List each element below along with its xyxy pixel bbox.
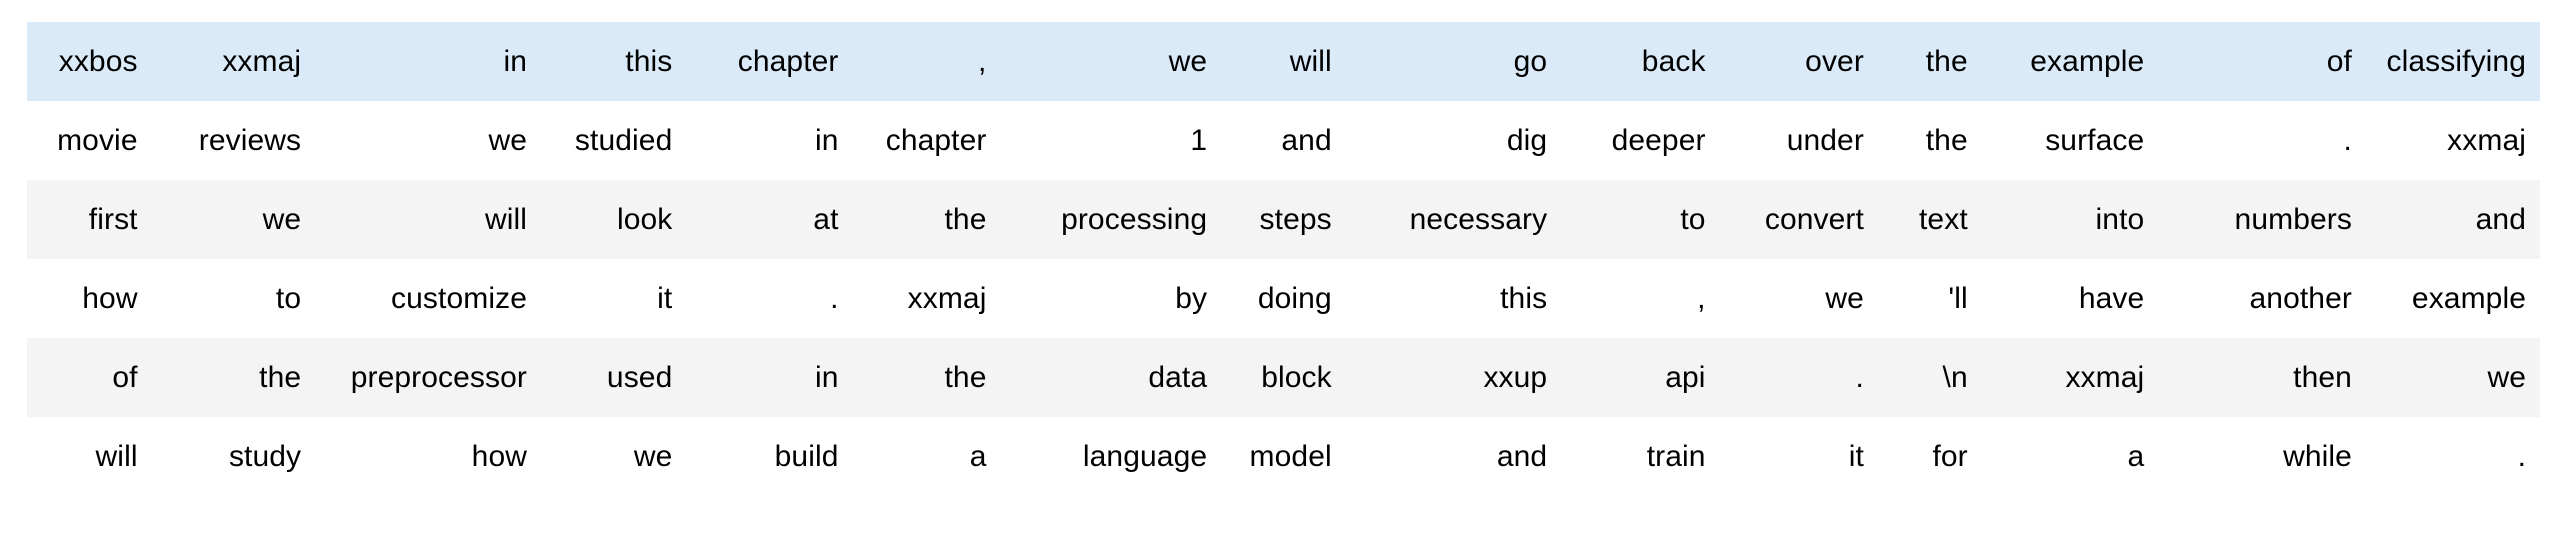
token-cell: surface — [1981, 101, 2159, 180]
token-cell: we — [315, 101, 541, 180]
table-row: xxbos xxmaj in this chapter , we will go… — [27, 22, 2540, 101]
token-cell: deeper — [1561, 101, 1720, 180]
token-cell: xxmaj — [1981, 338, 2159, 417]
token-cell: we — [541, 417, 687, 496]
token-cell: xxmaj — [2365, 101, 2540, 180]
token-table-container: xxbos xxmaj in this chapter , we will go… — [27, 22, 2540, 496]
token-cell: to — [151, 259, 316, 338]
token-cell: the — [852, 338, 1001, 417]
token-cell: we — [151, 180, 316, 259]
token-cell: train — [1561, 417, 1720, 496]
token-cell: . — [686, 259, 853, 338]
token-cell: example — [1981, 22, 2159, 101]
token-cell: the — [1877, 101, 1982, 180]
token-cell: we — [1000, 22, 1222, 101]
token-cell: build — [686, 417, 853, 496]
token-cell: we — [1719, 259, 1878, 338]
table-row: will study how we build a language model… — [27, 417, 2540, 496]
token-cell: a — [852, 417, 1001, 496]
token-cell: at — [686, 180, 853, 259]
token-cell: in — [686, 338, 853, 417]
table-row: of the preprocessor used in the data blo… — [27, 338, 2540, 417]
table-row: first we will look at the processing ste… — [27, 180, 2540, 259]
token-cell: dig — [1345, 101, 1562, 180]
token-cell: block — [1221, 338, 1346, 417]
token-cell: first — [27, 180, 152, 259]
token-cell: by — [1000, 259, 1222, 338]
token-cell: movie — [27, 101, 152, 180]
token-cell: over — [1719, 22, 1878, 101]
token-cell: the — [1877, 22, 1982, 101]
token-cell: back — [1561, 22, 1720, 101]
token-cell: customize — [315, 259, 541, 338]
token-cell: we — [2365, 338, 2540, 417]
token-cell: xxmaj — [151, 22, 316, 101]
token-cell: model — [1221, 417, 1346, 496]
token-cell: a — [1981, 417, 2159, 496]
token-cell: this — [541, 22, 687, 101]
table-row: how to customize it . xxmaj by doing thi… — [27, 259, 2540, 338]
token-cell: xxbos — [27, 22, 152, 101]
token-cell: numbers — [2158, 180, 2366, 259]
token-cell: chapter — [852, 101, 1001, 180]
token-cell: go — [1345, 22, 1562, 101]
token-cell: of — [27, 338, 152, 417]
token-cell: will — [27, 417, 152, 496]
token-cell: study — [151, 417, 316, 496]
token-cell: look — [541, 180, 687, 259]
token-cell: data — [1000, 338, 1222, 417]
token-cell: chapter — [686, 22, 853, 101]
token-cell: . — [2158, 101, 2366, 180]
token-cell: and — [1221, 101, 1346, 180]
token-cell: for — [1877, 417, 1982, 496]
token-cell: . — [1719, 338, 1878, 417]
token-cell: classifying — [2365, 22, 2540, 101]
token-cell: it — [541, 259, 687, 338]
token-cell: to — [1561, 180, 1720, 259]
table-row: movie reviews we studied in chapter 1 an… — [27, 101, 2540, 180]
token-cell: necessary — [1345, 180, 1562, 259]
token-cell: example — [2365, 259, 2540, 338]
token-cell: in — [315, 22, 541, 101]
token-cell: in — [686, 101, 853, 180]
token-cell: of — [2158, 22, 2366, 101]
token-cell: will — [315, 180, 541, 259]
token-cell: used — [541, 338, 687, 417]
token-cell: another — [2158, 259, 2366, 338]
token-cell: while — [2158, 417, 2366, 496]
token-cell: 1 — [1000, 101, 1222, 180]
token-cell: have — [1981, 259, 2159, 338]
token-cell: text — [1877, 180, 1982, 259]
token-cell: then — [2158, 338, 2366, 417]
token-table: xxbos xxmaj in this chapter , we will go… — [27, 22, 2540, 496]
token-cell: api — [1561, 338, 1720, 417]
token-cell: will — [1221, 22, 1346, 101]
token-cell: how — [315, 417, 541, 496]
token-cell: under — [1719, 101, 1878, 180]
token-cell: studied — [541, 101, 687, 180]
token-cell: steps — [1221, 180, 1346, 259]
token-cell: , — [1561, 259, 1720, 338]
token-cell: doing — [1221, 259, 1346, 338]
token-cell: and — [1345, 417, 1562, 496]
token-cell: processing — [1000, 180, 1222, 259]
token-cell: this — [1345, 259, 1562, 338]
token-cell: convert — [1719, 180, 1878, 259]
token-cell: preprocessor — [315, 338, 541, 417]
token-cell: and — [2365, 180, 2540, 259]
token-cell: . — [2365, 417, 2540, 496]
token-cell: xxup — [1345, 338, 1562, 417]
token-cell: how — [27, 259, 152, 338]
token-cell: the — [852, 180, 1001, 259]
token-cell: it — [1719, 417, 1878, 496]
token-table-body: xxbos xxmaj in this chapter , we will go… — [27, 22, 2540, 496]
token-cell: 'll — [1877, 259, 1982, 338]
token-cell: \n — [1877, 338, 1982, 417]
token-cell: into — [1981, 180, 2159, 259]
token-cell: the — [151, 338, 316, 417]
token-cell: , — [852, 22, 1001, 101]
token-cell: language — [1000, 417, 1222, 496]
token-cell: reviews — [151, 101, 316, 180]
token-cell: xxmaj — [852, 259, 1001, 338]
